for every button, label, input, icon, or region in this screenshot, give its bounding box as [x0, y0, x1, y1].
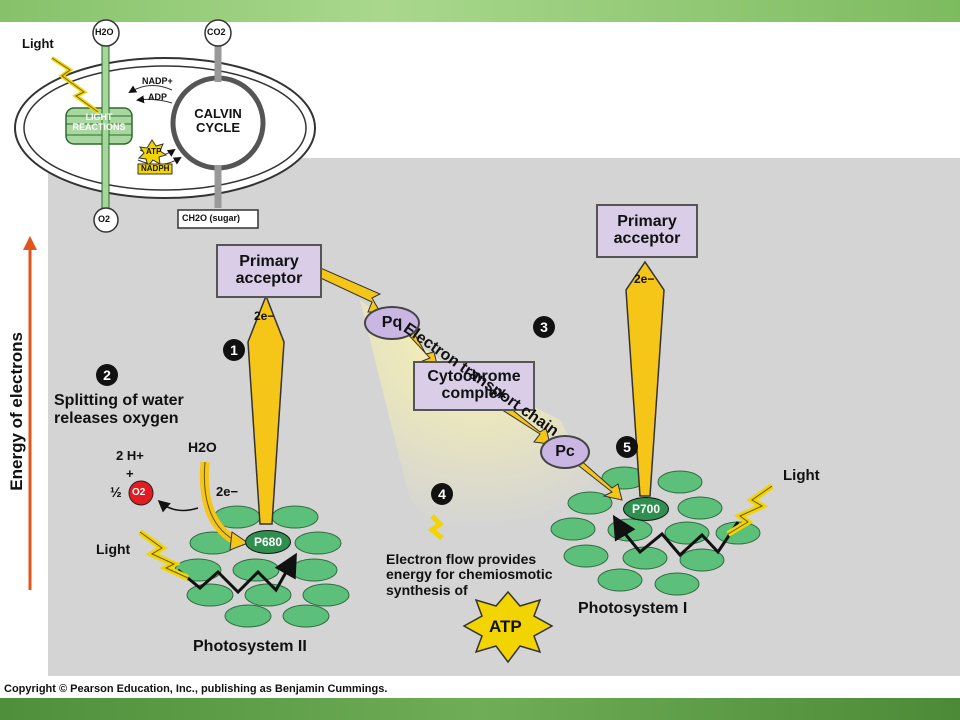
step-5-badge: 5: [616, 436, 638, 458]
cytochrome-line-1: Cytochrome: [427, 368, 521, 386]
plus-label: +: [126, 466, 134, 481]
pq-carrier: Pq: [364, 306, 420, 340]
step-2-badge: 2: [96, 364, 118, 386]
half-label: ½: [110, 484, 122, 500]
inset-o2-label: O2: [98, 214, 111, 224]
p700-reaction-center: P700: [623, 497, 669, 521]
bottom-banner: [0, 698, 960, 720]
step-2-text: Splitting of water releases oxygen: [54, 392, 184, 427]
ps1-acceptor-line-2: acceptor: [613, 230, 681, 247]
inset-nadp-label: NADP+: [142, 76, 173, 86]
step-3-badge: 3: [533, 316, 555, 338]
photosystem-ii-disks: [174, 505, 350, 628]
ps2-acceptor-line-1: Primary: [239, 253, 299, 271]
copyright-notice: Copyright © Pearson Education, Inc., pub…: [4, 683, 388, 695]
inset-co2-label: CO2: [207, 27, 226, 37]
ps1-two-e-label: 2e−: [634, 272, 655, 286]
ps1-light-label: Light: [783, 467, 820, 484]
inset-light-reactions-line-2: REACTIONS: [72, 121, 126, 132]
step-4-text: Electron flow provides energy for chemio…: [386, 551, 553, 598]
ps2-primary-acceptor: Primary acceptor: [216, 244, 322, 298]
ps2-light-label: Light: [96, 541, 131, 557]
inset-calvin-line-2: CYCLE: [195, 120, 241, 136]
pc-carrier: Pc: [540, 435, 590, 469]
atp-star-shape: [462, 590, 554, 664]
ps2-energy-arrow: [247, 293, 285, 525]
photosystem-ii-label: Photosystem II: [193, 638, 307, 655]
ps2-h2o-label: H2O: [188, 439, 217, 455]
inset-adp-label: ADP: [148, 92, 168, 102]
inset-atp-label: ATP: [146, 147, 162, 156]
hydrogen-ions-label: 2 H+: [116, 448, 144, 463]
step-1-badge: 1: [223, 339, 245, 361]
inset-light-label: Light: [22, 36, 54, 51]
inset-h2o-label: H2O: [95, 27, 114, 37]
ps2-acceptor-line-2: acceptor: [235, 270, 303, 287]
step-4-line-2: energy for chemiosmotic: [386, 566, 553, 583]
top-banner: [0, 0, 960, 22]
chloroplast-inset: [14, 19, 316, 233]
p680-reaction-center: P680: [245, 530, 291, 554]
photosystem-i-label: Photosystem I: [578, 600, 688, 617]
inset-nadph-label: NADPH: [141, 164, 170, 173]
ps2-two-e-label: 2e−: [254, 309, 275, 323]
ps1-primary-acceptor: Primary acceptor: [596, 204, 698, 258]
inset-light-reactions-line-1: LIGHT: [85, 112, 113, 122]
step-2-line-2: releases oxygen: [54, 409, 179, 427]
step-4-line-3: synthesis of: [386, 581, 468, 598]
step-4-badge: 4: [431, 483, 453, 505]
inset-light-reactions-label: LIGHT REACTIONS: [70, 112, 128, 133]
step-4-line-1: Electron flow provides: [386, 551, 537, 567]
atp-label: ATP: [489, 617, 522, 636]
ps2-water-electrons-label: 2e−: [216, 484, 239, 499]
cytochrome-line-2: complex: [441, 385, 507, 402]
oxygen-label: O2: [132, 487, 146, 498]
inset-calvin-label: CALVIN CYCLE: [186, 106, 250, 136]
ps1-energy-arrow: [625, 260, 665, 497]
cytochrome-complex: Cytochrome complex: [413, 361, 535, 411]
energy-axis-label: Energy of electrons: [7, 331, 27, 491]
ps1-acceptor-line-1: Primary: [617, 213, 677, 231]
inset-sugar-label: CH2O (sugar): [182, 213, 241, 223]
inset-calvin-line-1: CALVIN: [194, 106, 242, 121]
step-2-line-1: Splitting of water: [54, 392, 184, 409]
